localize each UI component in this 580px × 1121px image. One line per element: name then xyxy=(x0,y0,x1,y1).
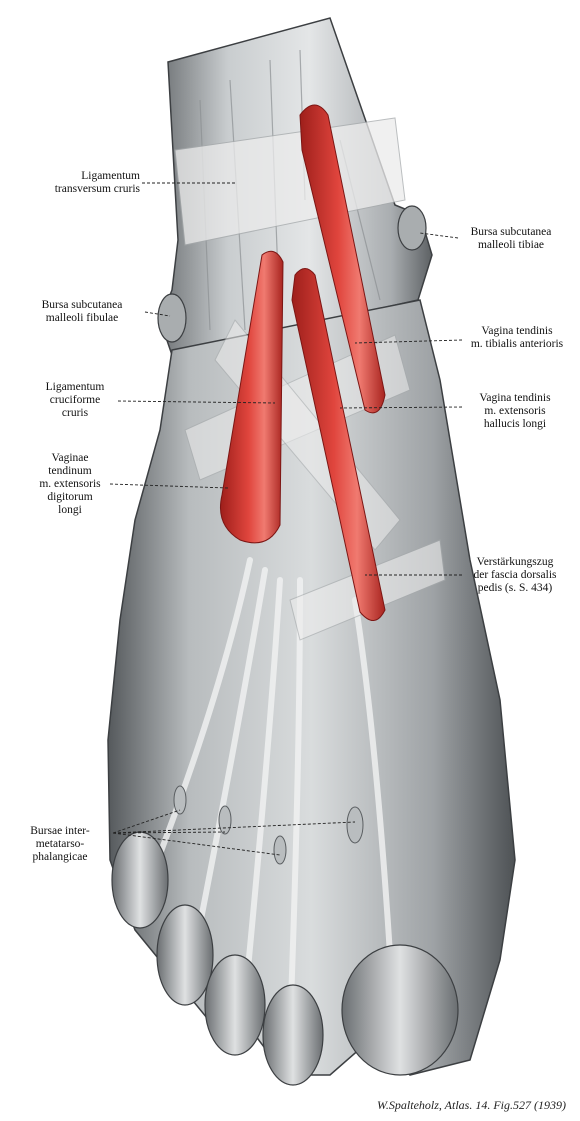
label-bursa-malleoli-tibiae: Bursa subcutanea malleoli tibiae xyxy=(456,226,566,252)
label-line: malleoli fibulae xyxy=(45,312,119,324)
label-line: Bursae inter- xyxy=(30,825,90,837)
label-line: Vagina tendinis xyxy=(479,392,551,404)
toe-4 xyxy=(156,904,214,1006)
label-vaginae-digitorum: Vaginae tendinum m. extensoris digitorum… xyxy=(30,452,110,517)
toe-3 xyxy=(204,954,266,1056)
label-bursae-intermetatarsophalangicae: Bursae inter- metatarso- phalangicae xyxy=(8,825,112,864)
label-line: m. extensoris xyxy=(39,478,101,490)
label-line: m. extensoris xyxy=(484,405,546,417)
label-bursa-malleoli-fibulae: Bursa subcutanea malleoli fibulae xyxy=(22,299,142,325)
label-line: Ligamentum xyxy=(45,381,105,393)
label-line: malleoli tibiae xyxy=(477,239,545,251)
label-line: Vagina tendinis xyxy=(481,325,553,337)
label-line: Bursa subcutanea xyxy=(470,226,552,238)
label-line: phalangicae xyxy=(32,851,88,863)
label-line: tendinum xyxy=(48,465,92,477)
label-vagina-tibialis: Vagina tendinis m. tibialis anterioris xyxy=(458,325,576,351)
label-leader-lines xyxy=(109,182,463,856)
bursae-intermetatarsophalangeal xyxy=(173,785,364,865)
label-line: metatarso- xyxy=(35,838,85,850)
sheath-extensor-digitorum xyxy=(220,250,284,544)
label-line: der fascia dorsalis xyxy=(473,569,557,581)
sheath-extensor-hallucis xyxy=(291,268,386,621)
label-line: pedis (s. S. 434) xyxy=(477,582,553,594)
label-line: cruris xyxy=(61,407,89,419)
label-line: m. tibialis anterioris xyxy=(470,338,564,350)
sheath-tibialis-anterior xyxy=(299,104,386,414)
bursa-malleoli-fibulae xyxy=(157,293,187,343)
label-line: digitorum xyxy=(47,491,93,503)
label-line: Ligamentum xyxy=(81,170,140,182)
toe-2 xyxy=(262,984,324,1086)
label-vagina-hallucis: Vagina tendinis m. extensoris hallucis l… xyxy=(460,392,570,431)
label-line: transversum cruris xyxy=(54,183,140,195)
toe-5 xyxy=(111,831,169,929)
toe-hallux xyxy=(341,944,459,1076)
label-line: hallucis longi xyxy=(483,418,547,430)
label-line: Bursa subcutanea xyxy=(41,299,123,311)
bursa-malleoli-tibiae xyxy=(397,205,427,251)
label-ligamentum-transversum: Ligamentum transversum cruris xyxy=(34,170,140,196)
figure-credit: W.Spalteholz, Atlas. 14. Fig.527 (1939) xyxy=(377,1098,566,1112)
label-ligamentum-cruciforme: Ligamentum cruciforme cruris xyxy=(32,381,118,420)
label-line: Verstärkungszug xyxy=(476,556,554,568)
label-verstarkungszug: Verstärkungszug der fascia dorsalis pedi… xyxy=(456,556,574,595)
label-line: Vaginae xyxy=(51,452,89,464)
label-line: cruciforme xyxy=(49,394,101,406)
label-line: longi xyxy=(58,504,82,516)
